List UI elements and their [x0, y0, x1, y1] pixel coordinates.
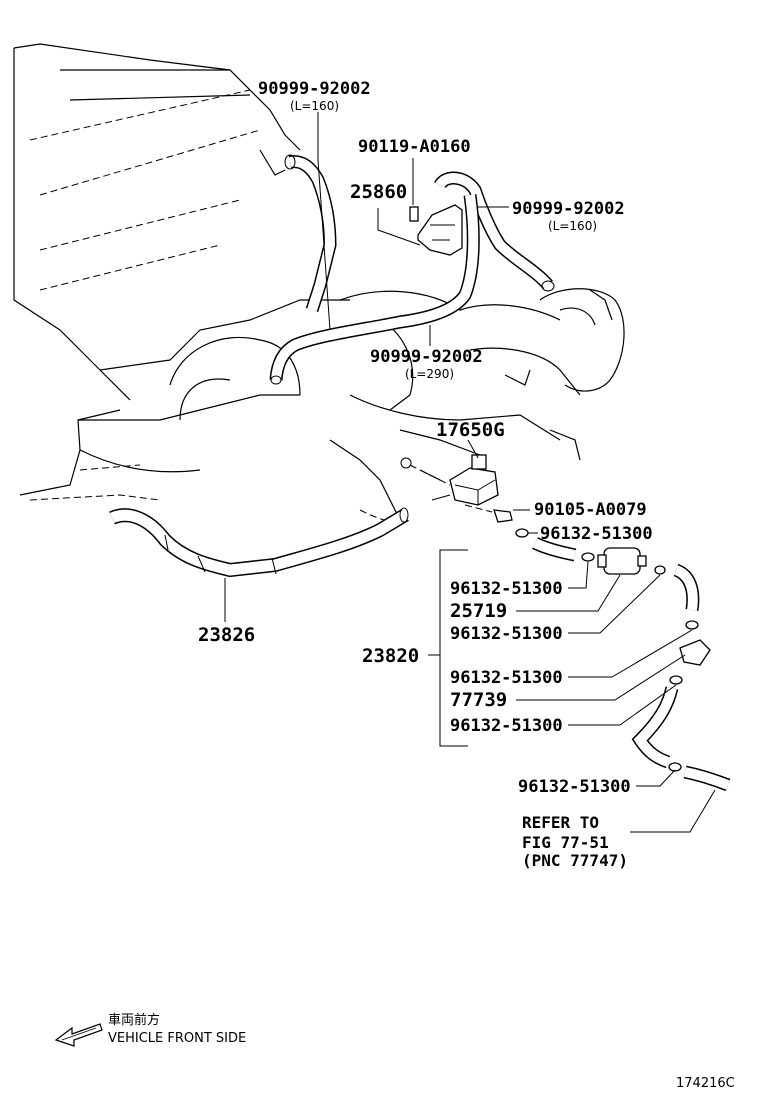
- label-clamp-top: 96132-51300: [540, 524, 653, 544]
- label-refer-2: FIG 77-51: [522, 833, 609, 852]
- label-clamp-4: 96132-51300: [450, 716, 563, 736]
- leader-clamp-3: [568, 629, 693, 678]
- leader-clamp-2: [568, 574, 661, 634]
- label-filter: 25719: [450, 600, 507, 622]
- leader-refer: [630, 789, 716, 833]
- label-hose-top-left: 90999-92002: [258, 79, 371, 99]
- hose-top-left: [284, 154, 337, 312]
- legend-en: VEHICLE FRONT SIDE: [108, 1031, 246, 1046]
- label-clamp-1: 96132-51300: [450, 579, 563, 599]
- label-hose-assy-left: 23826: [198, 624, 255, 646]
- label-vsv-bracket: 25860: [350, 181, 407, 203]
- vsv-17650g: [409, 454, 499, 506]
- label-clamp-bottom: 96132-51300: [518, 777, 631, 797]
- bracket-23820: [439, 549, 468, 747]
- label-bolt: 90119-A0160: [358, 137, 471, 157]
- hose-right: [434, 171, 555, 292]
- label-hose-middle: 90999-92002: [370, 347, 483, 367]
- label-screw: 90105-A0079: [534, 500, 647, 520]
- label-clamp-2: 96132-51300: [450, 624, 563, 644]
- label-clamp-3: 96132-51300: [450, 668, 563, 688]
- leader-clamp-4: [568, 684, 677, 726]
- leader-vsv: [467, 439, 479, 459]
- hose-assy-parts: [532, 537, 731, 792]
- screw-90105: [464, 504, 513, 523]
- hose-23826: [109, 507, 409, 578]
- label-hose-assy: 23820: [362, 645, 419, 667]
- leader-clamp-bottom: [636, 769, 676, 787]
- leader-clamp-1: [568, 561, 589, 589]
- label-hose-right-len: (L=160): [548, 219, 597, 233]
- leader-filter: [516, 574, 621, 612]
- clamp-top: [515, 528, 529, 538]
- leader-bracket: [377, 208, 421, 246]
- label-hose-right: 90999-92002: [512, 199, 625, 219]
- label-valve: 77739: [450, 689, 507, 711]
- leader-valve: [516, 654, 686, 701]
- legend-jp: 車両前方: [108, 1012, 160, 1028]
- label-hose-top-left-len: (L=160): [290, 99, 339, 113]
- figure-id: 174216C: [676, 1076, 735, 1091]
- label-refer-3: (PNC 77747): [522, 851, 628, 870]
- hose-middle: [269, 194, 480, 385]
- label-vsv: 17650G: [436, 419, 505, 441]
- label-refer-1: REFER TO: [522, 813, 599, 832]
- vsv-bracket-25860: [409, 204, 463, 256]
- label-hose-middle-len: (L=290): [405, 367, 454, 381]
- leader-hose-top-left-2: [317, 159, 331, 331]
- front-arrow-icon: [54, 1023, 103, 1047]
